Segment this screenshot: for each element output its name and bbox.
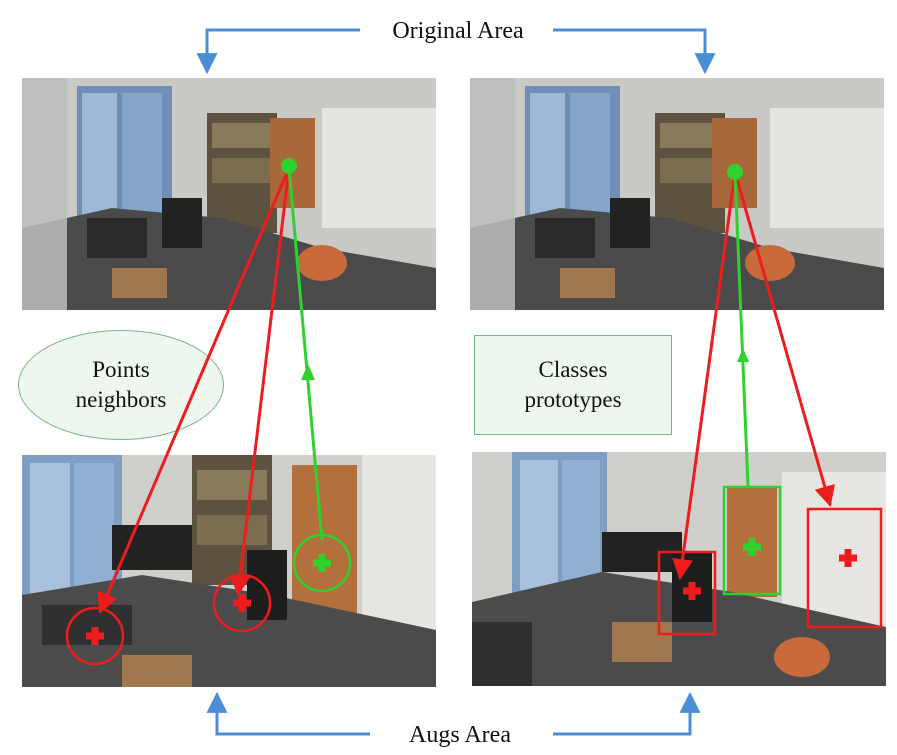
classes-prototypes-line2: prototypes [524,387,622,412]
cross-marker-green [313,554,331,572]
right-green-arrow [733,171,750,487]
left-green-arrowhead [301,364,315,380]
left-red-circle-2 [212,573,272,633]
augs-area-label: Augs Area [409,722,511,748]
cross-marker-red [683,582,701,600]
right-red-box-1 [657,550,717,636]
points-neighbors-line2: neighbors [75,387,167,412]
wechat-icon [722,703,752,728]
watermark: 3D视觉工坊 [722,703,850,728]
classes-prototypes-box: Classes prototypes [474,335,672,435]
points-neighbors-bubble: Points neighbors [18,330,224,440]
left-green-circle [292,533,352,593]
bottom-bracket-left [206,691,370,736]
right-red-box-2 [806,507,883,629]
left-red-arrow-1 [97,167,291,614]
scene-original-left [22,78,436,310]
classes-prototypes-line1: Classes [538,357,608,383]
bottom-bracket-right [553,691,701,736]
scene-original-right [470,78,884,310]
points-neighbors-line1: Points [92,357,150,383]
cross-marker-red [86,627,104,645]
left-source-point [281,158,297,174]
original-area-label: Original Area [392,18,524,44]
right-green-arrowhead [737,348,749,362]
right-green-box [722,485,782,596]
top-bracket-left [196,28,360,75]
cross-marker-green [743,538,761,556]
watermark-text: 3D视觉工坊 [758,708,850,728]
right-source-point [727,164,743,180]
cross-marker-red [839,549,857,567]
left-red-arrow-2 [229,167,291,597]
right-red-arrow-1 [672,171,737,581]
cross-marker-red [233,594,251,612]
right-red-arrow-2 [733,171,835,508]
top-bracket-right [553,28,716,75]
left-red-circle-1 [65,606,125,666]
left-green-arrow [287,167,324,541]
